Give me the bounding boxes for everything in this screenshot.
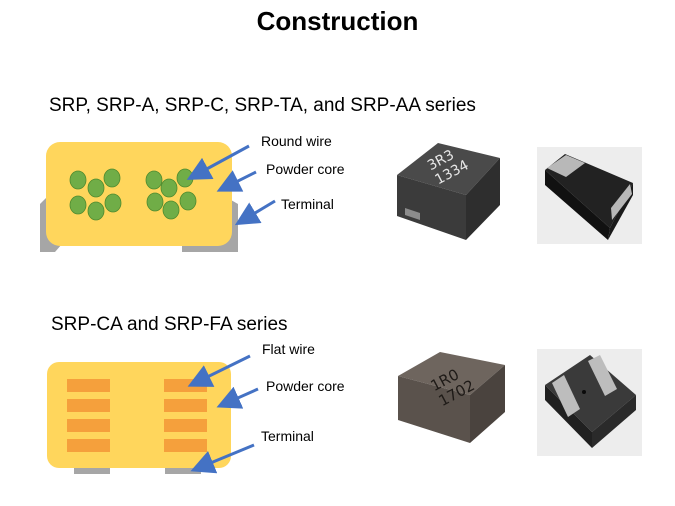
- section1-arrow-powder-core: [216, 170, 257, 192]
- label-flat-wire: Flat wire: [262, 341, 315, 357]
- section2-photo-underside: [537, 349, 642, 456]
- section1-inductor-diagram: [40, 142, 276, 252]
- section1-arrow-terminal: [234, 199, 276, 226]
- section1-arrow-round-wire: [186, 144, 250, 180]
- label-terminal-2: Terminal: [261, 428, 314, 444]
- section2-heading: SRP-CA and SRP-FA series: [51, 314, 288, 335]
- section1-heading: SRP, SRP-A, SRP-C, SRP-TA, and SRP-AA se…: [49, 95, 476, 116]
- page-title: Construction: [256, 6, 419, 36]
- label-round-wire: Round wire: [261, 133, 332, 149]
- section2-arrow-flat-wire: [187, 354, 251, 387]
- section1-photo-underside: [537, 147, 642, 244]
- label-terminal-1: Terminal: [281, 196, 334, 212]
- section2-photo-inductor: [398, 352, 505, 443]
- section1-round-wires: [69, 168, 197, 221]
- section1-powder-core: [46, 142, 232, 246]
- section1-photo-inductor: [397, 143, 500, 240]
- section2-inductor-diagram: [47, 354, 259, 474]
- section2-arrow-powder-core: [216, 386, 259, 409]
- label-powder-core-2: Powder core: [266, 378, 345, 394]
- section2-flat-wires: [67, 379, 207, 452]
- section2-arrow-terminal: [190, 443, 255, 474]
- label-powder-core-1: Powder core: [266, 161, 345, 177]
